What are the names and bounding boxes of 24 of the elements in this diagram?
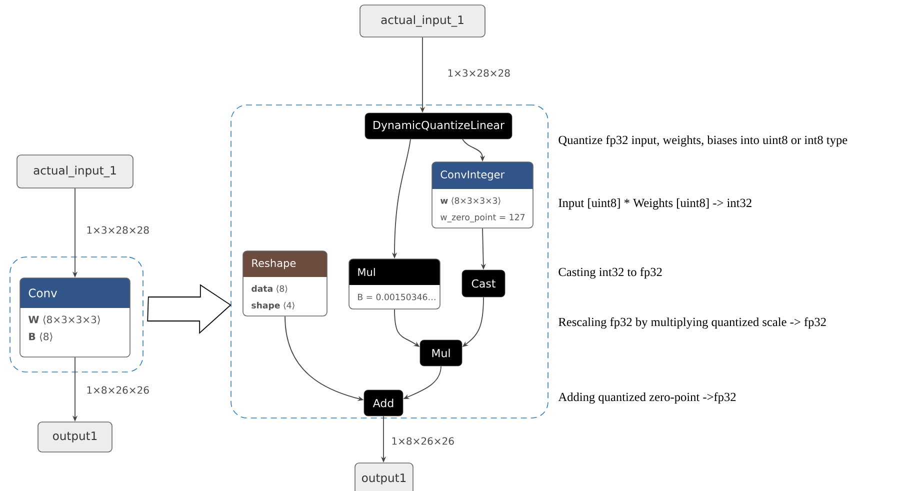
- annotation-text: Quantize fp32 input, weights, biases into uint8 or int8 type: [558, 135, 848, 147]
- operator-box: Add: [364, 390, 404, 416]
- annotation-text: Casting int32 to fp32: [558, 267, 662, 279]
- operator-box: Cast: [462, 270, 506, 298]
- annotation-text: Input [uint8] * Weights [uint8] -> int32: [558, 198, 752, 210]
- block-arrow: [147, 284, 232, 334]
- dashed-frame: [230, 104, 548, 418]
- io-box: actual_input_1: [360, 4, 486, 38]
- edge-label: 1×8×26×26: [85, 385, 151, 395]
- dashed-frame: [10, 256, 144, 372]
- edge-label: 1×3×28×28: [85, 225, 151, 235]
- io-box: actual_input_1: [16, 154, 134, 188]
- io-box: output1: [38, 422, 112, 452]
- edge-label: 1×8×26×26: [390, 436, 456, 446]
- operator-box: DynamicQuantizeLinear: [364, 112, 512, 140]
- operator-card: Conv W ⟨8×3×3×3⟩ B ⟨8⟩: [20, 278, 130, 358]
- edge-label: 1×3×28×28: [446, 68, 512, 78]
- operator-box: Mul: [420, 340, 462, 366]
- io-box: output1: [354, 462, 414, 491]
- operator-card: ConvInteger w ⟨8×3×3×3⟩ w_zero_point = 127: [432, 162, 534, 228]
- operator-card: Reshape data ⟨8⟩ shape ⟨4⟩: [242, 250, 328, 316]
- operator-card: Mul B = 0.00150346…: [348, 258, 440, 310]
- annotation-text: Rescaling fp32 by multiplying quantized scale -> fp32: [558, 317, 826, 329]
- annotation-text: Adding quantized zero-point ->fp32: [558, 392, 736, 404]
